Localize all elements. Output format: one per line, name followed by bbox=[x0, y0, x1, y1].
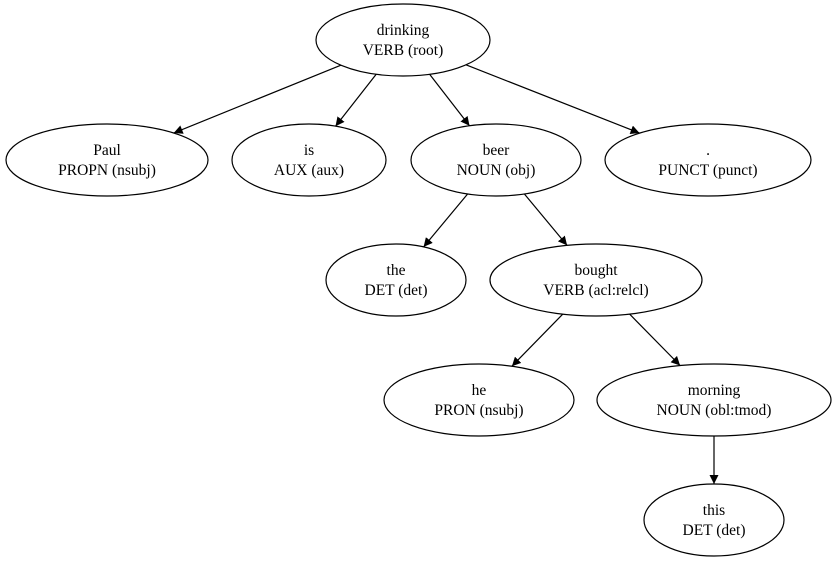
edge-beer-to-bought bbox=[523, 193, 568, 246]
node-word: Paul bbox=[93, 142, 121, 159]
edge-drinking-to-paul bbox=[173, 64, 342, 134]
node-word: . bbox=[706, 142, 710, 159]
node-ellipse bbox=[410, 123, 582, 197]
node-tag: DET (det) bbox=[365, 282, 428, 299]
node-ellipse bbox=[643, 483, 785, 557]
node-word: he bbox=[472, 382, 487, 399]
node-tag: NOUN (obj) bbox=[457, 162, 536, 179]
node-tag: DET (det) bbox=[683, 522, 746, 539]
node-tag: VERB (root) bbox=[363, 42, 444, 59]
node-word: beer bbox=[483, 142, 511, 159]
node-tag: AUX (aux) bbox=[274, 162, 344, 179]
edge-drinking-to-beer bbox=[429, 73, 470, 127]
edge-beer-to-the bbox=[423, 193, 469, 248]
node-tag: PRON (nsubj) bbox=[434, 402, 523, 419]
node-ellipse bbox=[489, 243, 703, 317]
node-punct: . PUNCT (punct) bbox=[604, 123, 812, 197]
edge-drinking-to-punct bbox=[465, 64, 640, 134]
node-tag: NOUN (obl:tmod) bbox=[657, 402, 772, 419]
node-ellipse bbox=[325, 243, 467, 317]
node-ellipse bbox=[5, 123, 209, 197]
node-tag: VERB (acl:relcl) bbox=[543, 282, 648, 299]
node-word: the bbox=[387, 262, 406, 279]
node-tag: PUNCT (punct) bbox=[658, 162, 757, 179]
node-ellipse bbox=[231, 123, 387, 197]
node-word: morning bbox=[688, 382, 741, 399]
node-ellipse bbox=[604, 123, 812, 197]
node-tag: PROPN (nsubj) bbox=[58, 162, 156, 179]
node-word: bought bbox=[574, 262, 618, 279]
node-ellipse bbox=[383, 363, 575, 437]
edge-bought-to-morning bbox=[629, 313, 681, 366]
node-word: drinking bbox=[377, 22, 430, 39]
node-ellipse bbox=[596, 363, 832, 437]
node-word: this bbox=[703, 502, 725, 519]
edge-bought-to-he bbox=[511, 313, 564, 367]
edge-drinking-to-is bbox=[335, 73, 377, 127]
node-word: is bbox=[304, 142, 314, 159]
edges-layer bbox=[173, 64, 719, 484]
node-ellipse bbox=[315, 3, 491, 77]
